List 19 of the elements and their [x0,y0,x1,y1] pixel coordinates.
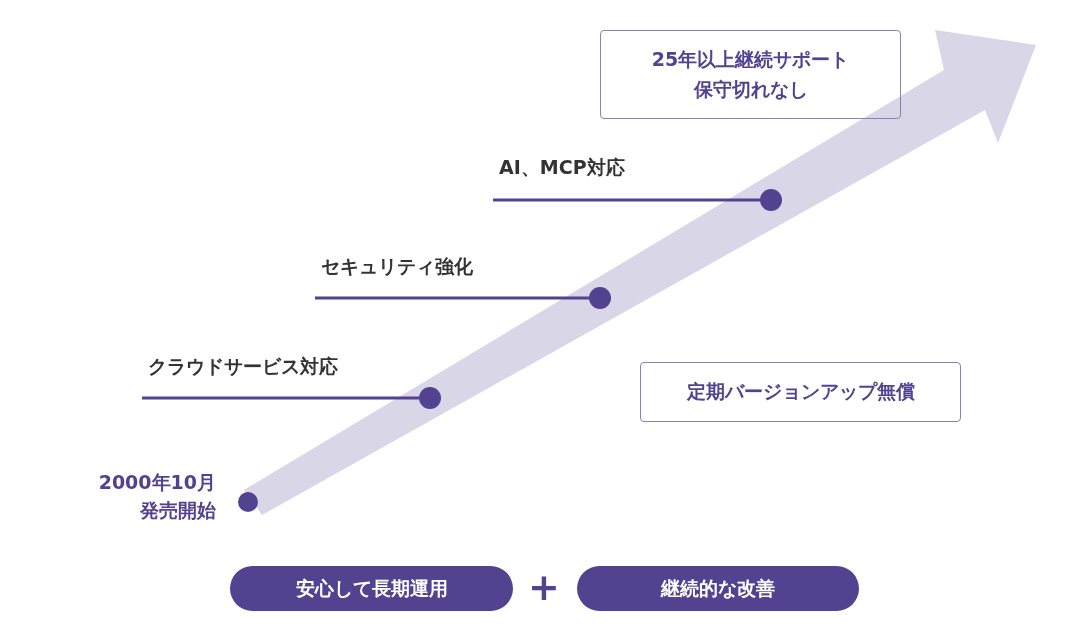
feature-box [600,30,901,119]
plus-sign: + [528,567,560,607]
value-pill [577,566,859,611]
feature-text: 保守切れなし [693,76,808,102]
feature-box [640,362,961,422]
feature-text: 定期バージョンアップ無償 [686,379,915,404]
milestone-label: セキュリティ強化 [321,254,473,279]
value-text: 安心して長期運用 [295,575,448,601]
milestone-label: クラウドサービス対応 [148,354,338,379]
release-date-label: 発売開始 [140,498,216,523]
milestone-dot [238,492,258,512]
leader-line [142,396,419,400]
milestone-label: AI、MCP対応 [499,155,625,180]
value-pill [230,566,513,611]
leader-line [493,198,760,202]
feature-text: 25年以上継続サポート [651,46,850,72]
leader-line [315,296,589,300]
release-date-label: 2000年10月 [98,470,216,495]
value-text: 継続的な改善 [661,575,775,601]
